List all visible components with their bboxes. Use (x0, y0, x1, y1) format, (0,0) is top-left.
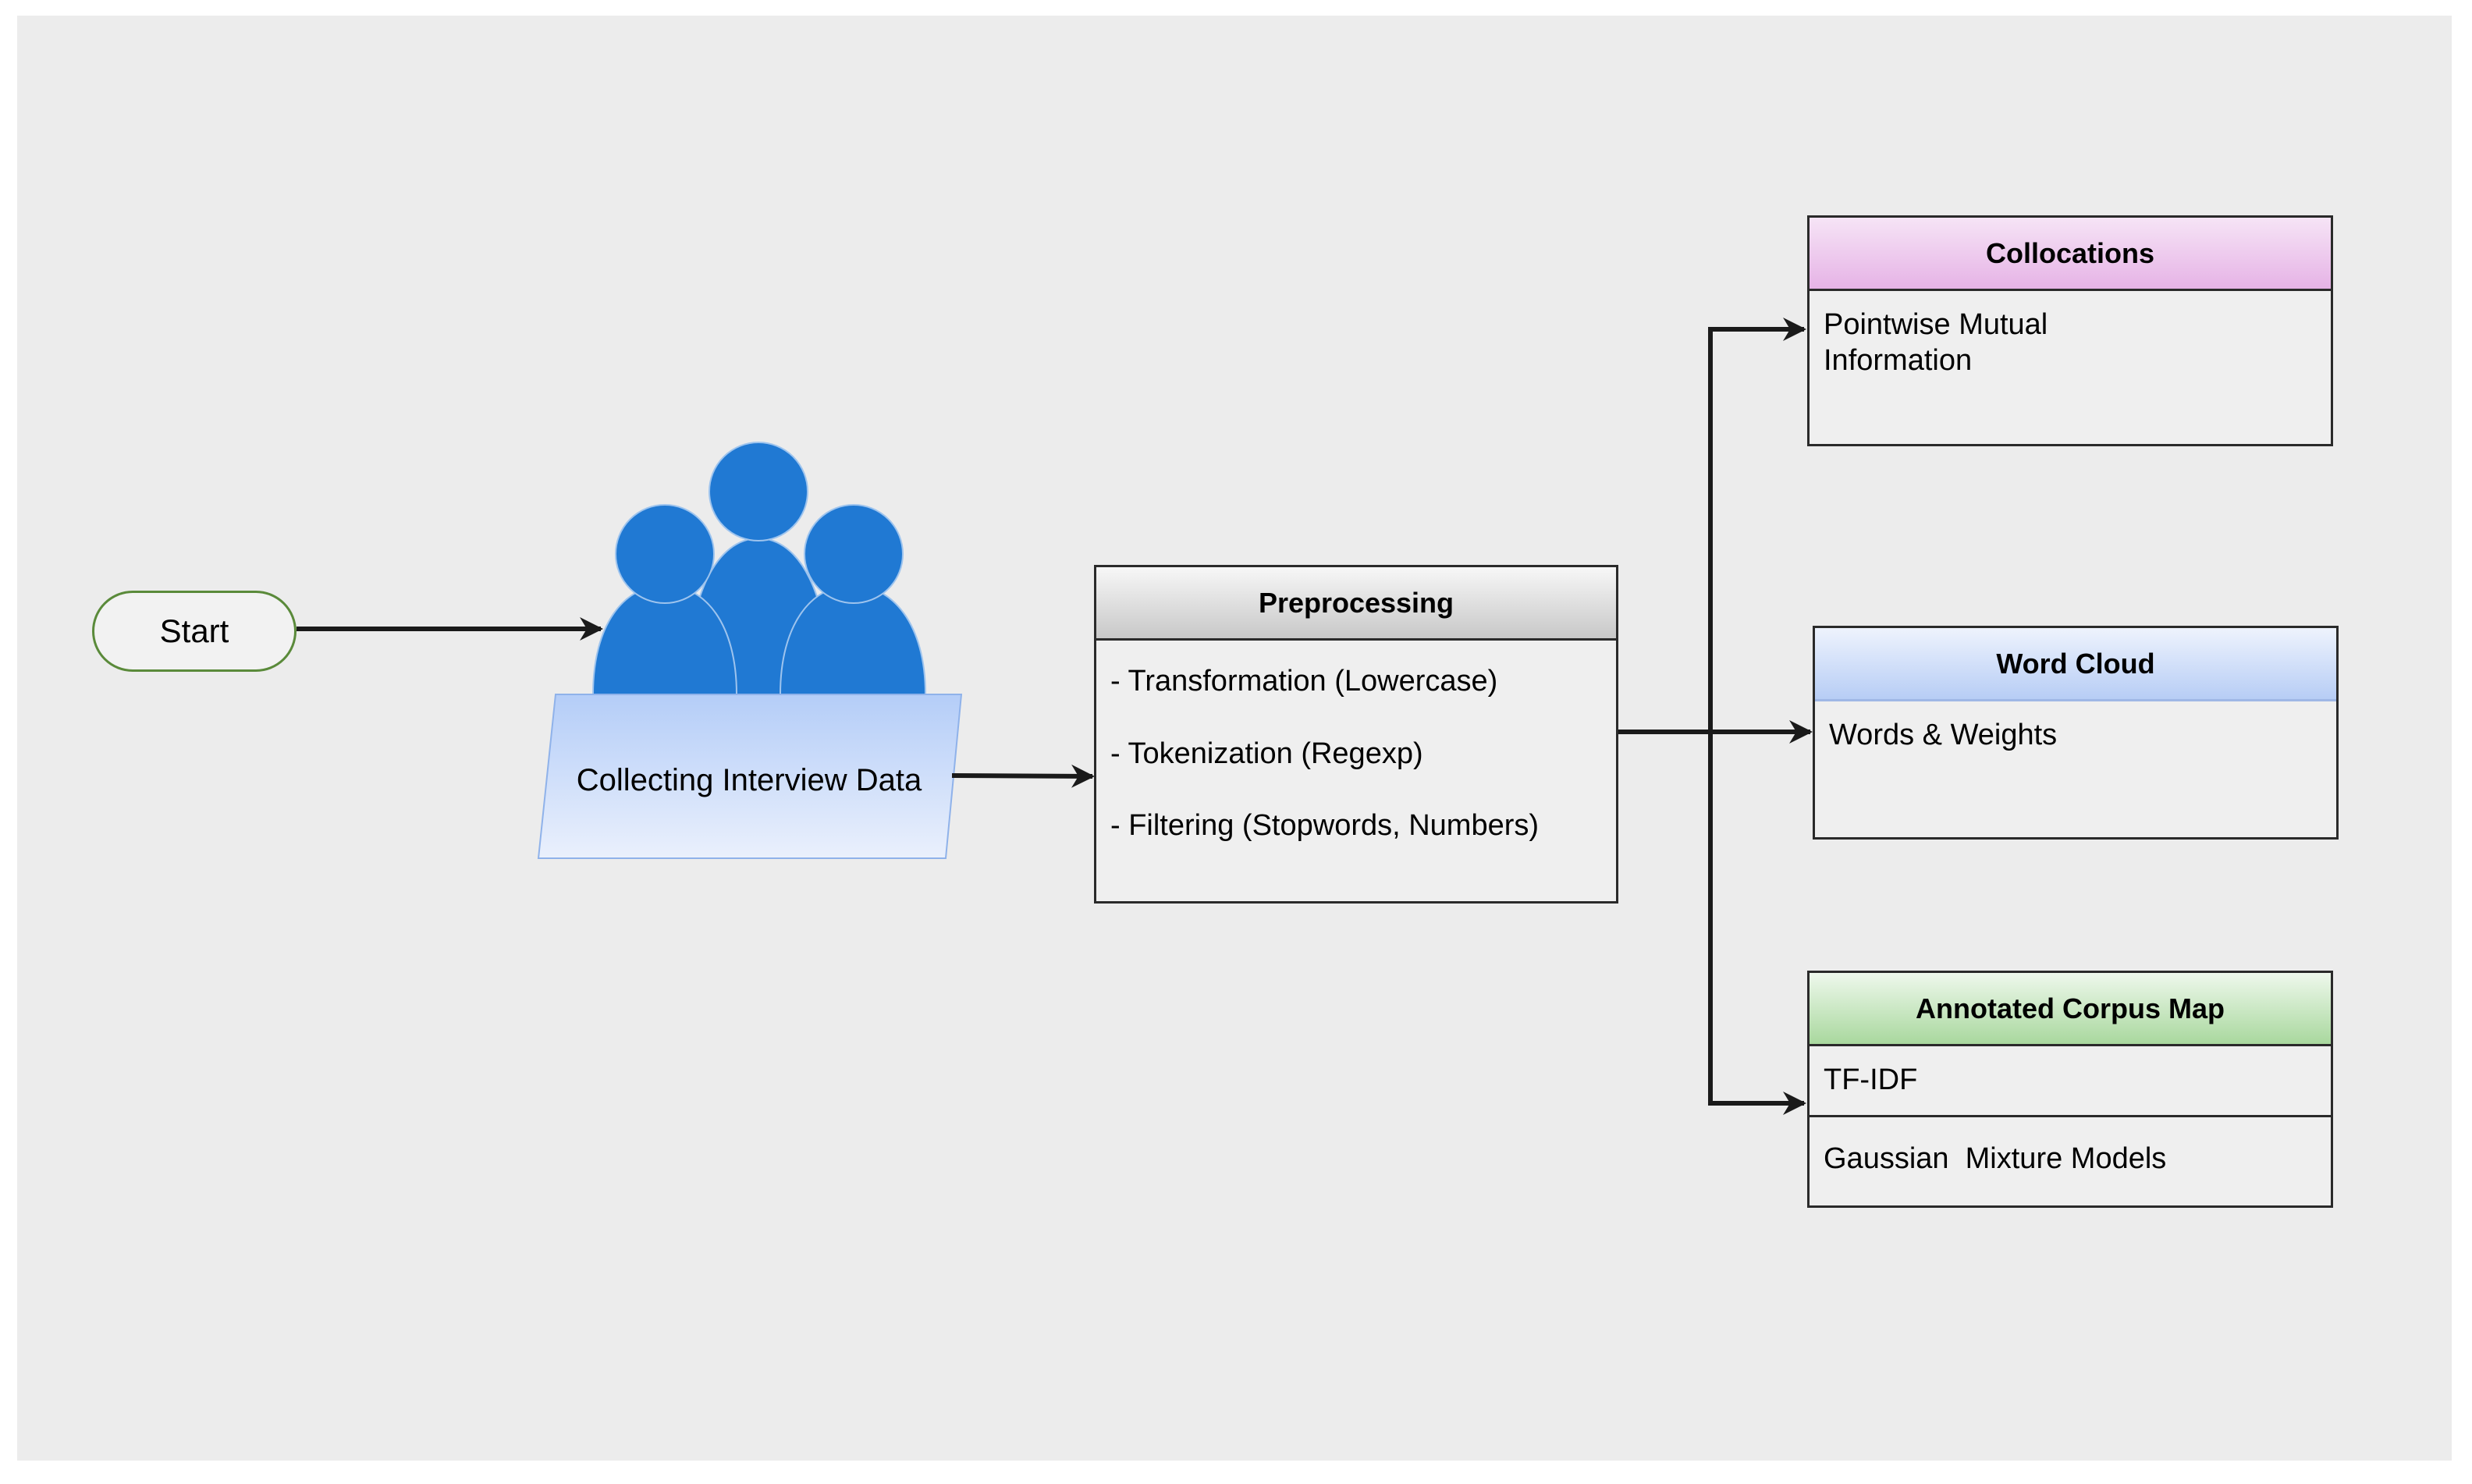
preprocessing-box: Preprocessing - Transformation (Lowercas… (1094, 565, 1618, 904)
collocations-body: Pointwise Mutual Information (1824, 308, 2048, 377)
start-node: Start (92, 591, 297, 672)
corpus-map-item: Gaussian Mixture Models (1824, 1142, 2167, 1175)
users-icon (591, 442, 927, 695)
word-cloud-body: Words & Weights (1829, 719, 2058, 751)
preprocessing-title: Preprocessing (1096, 567, 1616, 641)
arrow-to-collocations (1708, 318, 1806, 732)
preprocessing-item: - Transformation (Lowercase) (1110, 665, 1498, 698)
corpus-map-item: TF-IDF (1824, 1063, 1918, 1096)
collecting-data-label: Collecting Interview Data (576, 763, 922, 797)
word-cloud-title: Word Cloud (1815, 628, 2336, 701)
connectors (297, 318, 1813, 1115)
start-label: Start (159, 612, 229, 649)
preprocessing-item: - Tokenization (Regexp) (1110, 737, 1423, 770)
collecting-shape (537, 694, 963, 859)
arrow-to-corpus-map (1708, 732, 1806, 1115)
collocations-box: Collocations Pointwise Mutual Informatio… (1807, 215, 2333, 446)
corpus-map-divider (1810, 1115, 2331, 1117)
collocations-title: Collocations (1810, 218, 2331, 291)
corpus-map-title: Annotated Corpus Map (1810, 973, 2331, 1046)
preprocessing-item: - Filtering (Stopwords, Numbers) (1110, 809, 1540, 842)
corpus-map-box: Annotated Corpus Map TF-IDF Gaussian Mix… (1807, 971, 2333, 1208)
word-cloud-box: Word Cloud Words & Weights (1813, 626, 2339, 840)
